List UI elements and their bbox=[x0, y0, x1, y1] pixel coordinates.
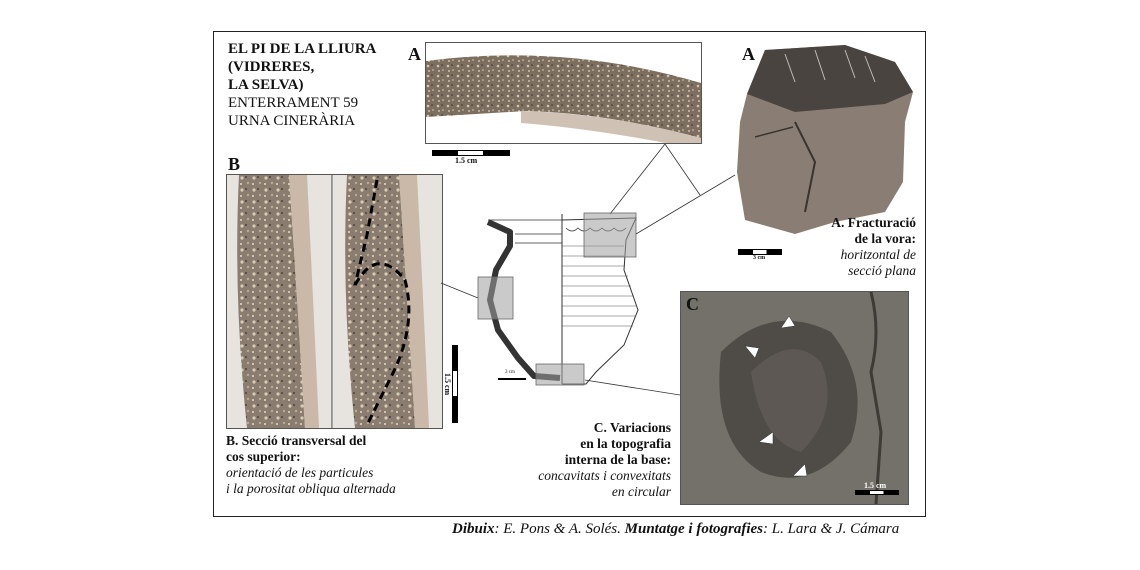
arrow-marker bbox=[758, 431, 774, 445]
scale-label-a-right: 3 cm bbox=[753, 255, 766, 261]
credit-text-photos: : L. Lara & J. Cámara bbox=[763, 521, 900, 537]
scale-bar-a-top bbox=[432, 150, 510, 156]
highlight-box-base bbox=[535, 363, 585, 386]
title-line-2: (VIDRERES, bbox=[228, 59, 315, 75]
figure-title: EL PI DE LA LLIURA (VIDRERES, LA SELVA) … bbox=[228, 40, 376, 130]
title-line-1: EL PI DE LA LLIURA bbox=[228, 41, 377, 57]
connector-c bbox=[584, 379, 681, 396]
panel-c-letter: C bbox=[686, 294, 699, 314]
scale-label-vessel: 3 cm bbox=[505, 370, 515, 375]
connector-b bbox=[440, 282, 479, 299]
photo-b-sections bbox=[226, 174, 443, 429]
caption-c-italic-1: concavitats i convexitats bbox=[538, 468, 671, 483]
highlight-box-body bbox=[477, 276, 514, 320]
caption-c: C. Variacions en la topografia interna d… bbox=[500, 420, 671, 500]
figure-frame bbox=[213, 31, 926, 517]
caption-a-italic-1: horitzontal de bbox=[840, 247, 916, 262]
caption-b-bold-2: cos superior: bbox=[226, 449, 301, 464]
caption-b: B. Secció transversal del cos superior: … bbox=[226, 433, 446, 497]
title-line-3: LA SELVA) bbox=[228, 77, 304, 93]
connector-a-right bbox=[635, 174, 736, 235]
caption-c-bold-1: C. Variacions bbox=[593, 420, 671, 435]
arrow-marker bbox=[792, 463, 808, 477]
scale-bar-vessel bbox=[498, 378, 526, 380]
credit-label-drawing: Dibuix bbox=[452, 521, 495, 537]
arrow-marker bbox=[744, 345, 760, 359]
caption-c-italic-2: en circular bbox=[611, 484, 671, 499]
panel-b-letter: B bbox=[228, 154, 241, 174]
connector-a-top bbox=[664, 143, 701, 196]
connector-a-top-left bbox=[609, 143, 666, 215]
caption-a: A. Fracturació de la vora: horitzontal d… bbox=[770, 215, 916, 279]
credit-text-drawing: : E. Pons & A. Solés. bbox=[494, 521, 625, 537]
scale-bar-b bbox=[452, 345, 458, 423]
caption-a-italic-2: secció plana bbox=[848, 263, 916, 278]
vessel-horizontal-lines bbox=[562, 245, 637, 327]
scale-label-c: 1.5 cm bbox=[864, 481, 887, 490]
panel-a-right-letter: A bbox=[742, 44, 755, 64]
highlight-box-rim bbox=[583, 212, 637, 258]
title-line-4: ENTERRAMENT 59 bbox=[228, 95, 359, 111]
scale-label-a-top: 1.5 cm bbox=[455, 156, 478, 165]
caption-c-bold-3: interna de la base: bbox=[564, 452, 671, 467]
panel-a-top-letter: A bbox=[408, 44, 421, 64]
photo-a-sherd bbox=[735, 42, 915, 234]
caption-b-italic-2: i la porositat obliqua alternada bbox=[226, 481, 396, 496]
caption-b-italic-1: orientació de les particules bbox=[226, 465, 374, 480]
credit-label-photos: Muntatge i fotografies bbox=[624, 521, 763, 537]
title-line-5: URNA CINERÀRIA bbox=[228, 113, 356, 129]
caption-a-bold-1: A. Fracturació bbox=[831, 215, 916, 230]
photo-a-rim-section bbox=[425, 42, 702, 144]
caption-b-bold-1: B. Secció transversal del bbox=[226, 433, 367, 448]
arrow-marker bbox=[780, 315, 796, 329]
credit-line: Dibuix: E. Pons & A. Solés. Muntatge i f… bbox=[452, 521, 899, 538]
caption-a-bold-2: de la vora: bbox=[854, 231, 917, 246]
scale-bar-a-right bbox=[738, 249, 782, 255]
scale-bar-c bbox=[855, 490, 899, 495]
caption-c-bold-2: en la topografia bbox=[580, 436, 671, 451]
photo-c-base bbox=[680, 291, 909, 505]
